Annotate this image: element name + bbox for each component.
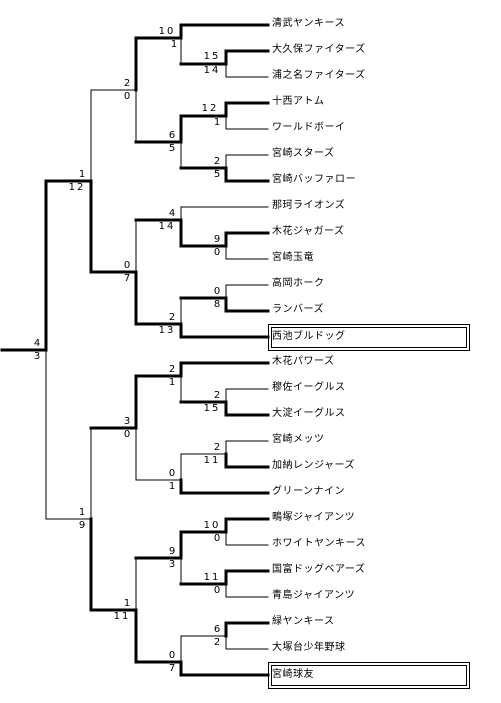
score-top: 3 bbox=[123, 416, 133, 427]
score-top: 4 bbox=[33, 338, 43, 349]
score-bottom: 0 bbox=[123, 91, 133, 102]
score-top: 0 bbox=[168, 468, 178, 479]
team-name: 鴫塚ジャイアンツ bbox=[272, 512, 356, 523]
score-top: 2 bbox=[123, 78, 133, 89]
team-name: 緑ヤンキース bbox=[272, 616, 335, 627]
team-name: 宮崎玉竜 bbox=[272, 252, 314, 263]
team-name: 木花ジャガーズ bbox=[272, 226, 345, 237]
score-bottom: 11 bbox=[113, 611, 131, 622]
team-name: 大塚台少年野球 bbox=[272, 642, 346, 653]
score-top: 10 bbox=[203, 520, 221, 531]
score-top: 4 bbox=[168, 208, 178, 219]
score-top: 2 bbox=[213, 442, 223, 453]
score-bottom: 1 bbox=[168, 377, 178, 388]
team-name: 高岡ホーク bbox=[272, 278, 325, 289]
score-top: 12 bbox=[201, 103, 219, 114]
score-bottom: 0 bbox=[213, 533, 223, 544]
team-name: 木花パワーズ bbox=[272, 356, 335, 367]
score-top: 1 bbox=[123, 598, 133, 609]
team-name: ワールドボーイ bbox=[272, 122, 346, 133]
team-name: 浦之名ファイターズ bbox=[272, 70, 366, 81]
score-bottom: 0 bbox=[123, 429, 133, 440]
team-name: ランバーズ bbox=[272, 304, 324, 315]
score-bottom: 9 bbox=[78, 520, 88, 531]
score-top: 1 bbox=[78, 507, 88, 518]
score-bottom: 2 bbox=[213, 637, 223, 648]
score-bottom: 1 bbox=[213, 117, 223, 128]
team-name: グリーンナイン bbox=[272, 486, 345, 497]
score-bottom: 13 bbox=[158, 325, 176, 336]
score-top: 6 bbox=[168, 130, 178, 141]
score-top: 11 bbox=[203, 572, 221, 583]
score-bottom: 5 bbox=[168, 143, 178, 154]
score-top: 2 bbox=[213, 156, 223, 167]
team-name: 那珂ライオンズ bbox=[272, 200, 346, 211]
team-name: 宮崎スターズ bbox=[272, 148, 335, 159]
finalist-box-kyuyu bbox=[268, 662, 470, 689]
score-bottom: 3 bbox=[33, 351, 43, 362]
score-top: 10 bbox=[158, 26, 176, 37]
score-bottom: 15 bbox=[203, 403, 221, 414]
team-name: 宮崎バッファロー bbox=[272, 174, 356, 185]
score-top: 9 bbox=[168, 546, 178, 557]
score-bottom: 0 bbox=[213, 585, 223, 596]
team-name: 十西アトム bbox=[272, 96, 325, 107]
score-top: 2 bbox=[168, 312, 178, 323]
finalist-box-nishiike bbox=[268, 324, 470, 351]
score-bottom: 14 bbox=[158, 221, 176, 232]
score-top: 2 bbox=[168, 364, 178, 375]
team-name: 宮崎メッツ bbox=[272, 434, 325, 445]
score-top: 6 bbox=[213, 624, 223, 635]
team-name: 西池ブルドッグ bbox=[272, 331, 346, 342]
score-top: 9 bbox=[213, 234, 223, 245]
team-name: 宮崎球友 bbox=[272, 669, 314, 680]
team-name: 大淀イーグルス bbox=[272, 408, 346, 419]
score-bottom: 14 bbox=[203, 65, 221, 76]
score-top: 0 bbox=[168, 650, 178, 661]
score-top: 1 bbox=[78, 169, 88, 180]
score-top: 0 bbox=[213, 286, 223, 297]
team-name: 清武ヤンキース bbox=[272, 18, 345, 29]
score-bottom: 5 bbox=[213, 169, 223, 180]
score-bottom: 3 bbox=[168, 559, 178, 570]
score-bottom: 7 bbox=[168, 663, 178, 674]
score-top: 2 bbox=[213, 390, 223, 401]
score-bottom: 8 bbox=[213, 299, 223, 310]
score-bottom: 0 bbox=[213, 247, 223, 258]
score-bottom: 11 bbox=[203, 455, 221, 466]
score-bottom: 12 bbox=[68, 182, 86, 193]
score-bottom: 1 bbox=[168, 481, 178, 492]
score-bottom: 7 bbox=[123, 273, 133, 284]
team-name: 加納レンジャーズ bbox=[272, 460, 355, 471]
team-name: 国富ドッグベアーズ bbox=[272, 564, 366, 575]
score-top: 15 bbox=[203, 51, 221, 62]
team-name: ホワイトヤンキース bbox=[272, 538, 366, 549]
team-name: 穆佐イーグルス bbox=[272, 382, 346, 393]
score-bottom: 1 bbox=[170, 39, 180, 50]
team-name: 青島ジャイアンツ bbox=[272, 590, 356, 601]
score-top: 0 bbox=[123, 260, 133, 271]
team-name: 大久保ファイターズ bbox=[272, 44, 366, 55]
